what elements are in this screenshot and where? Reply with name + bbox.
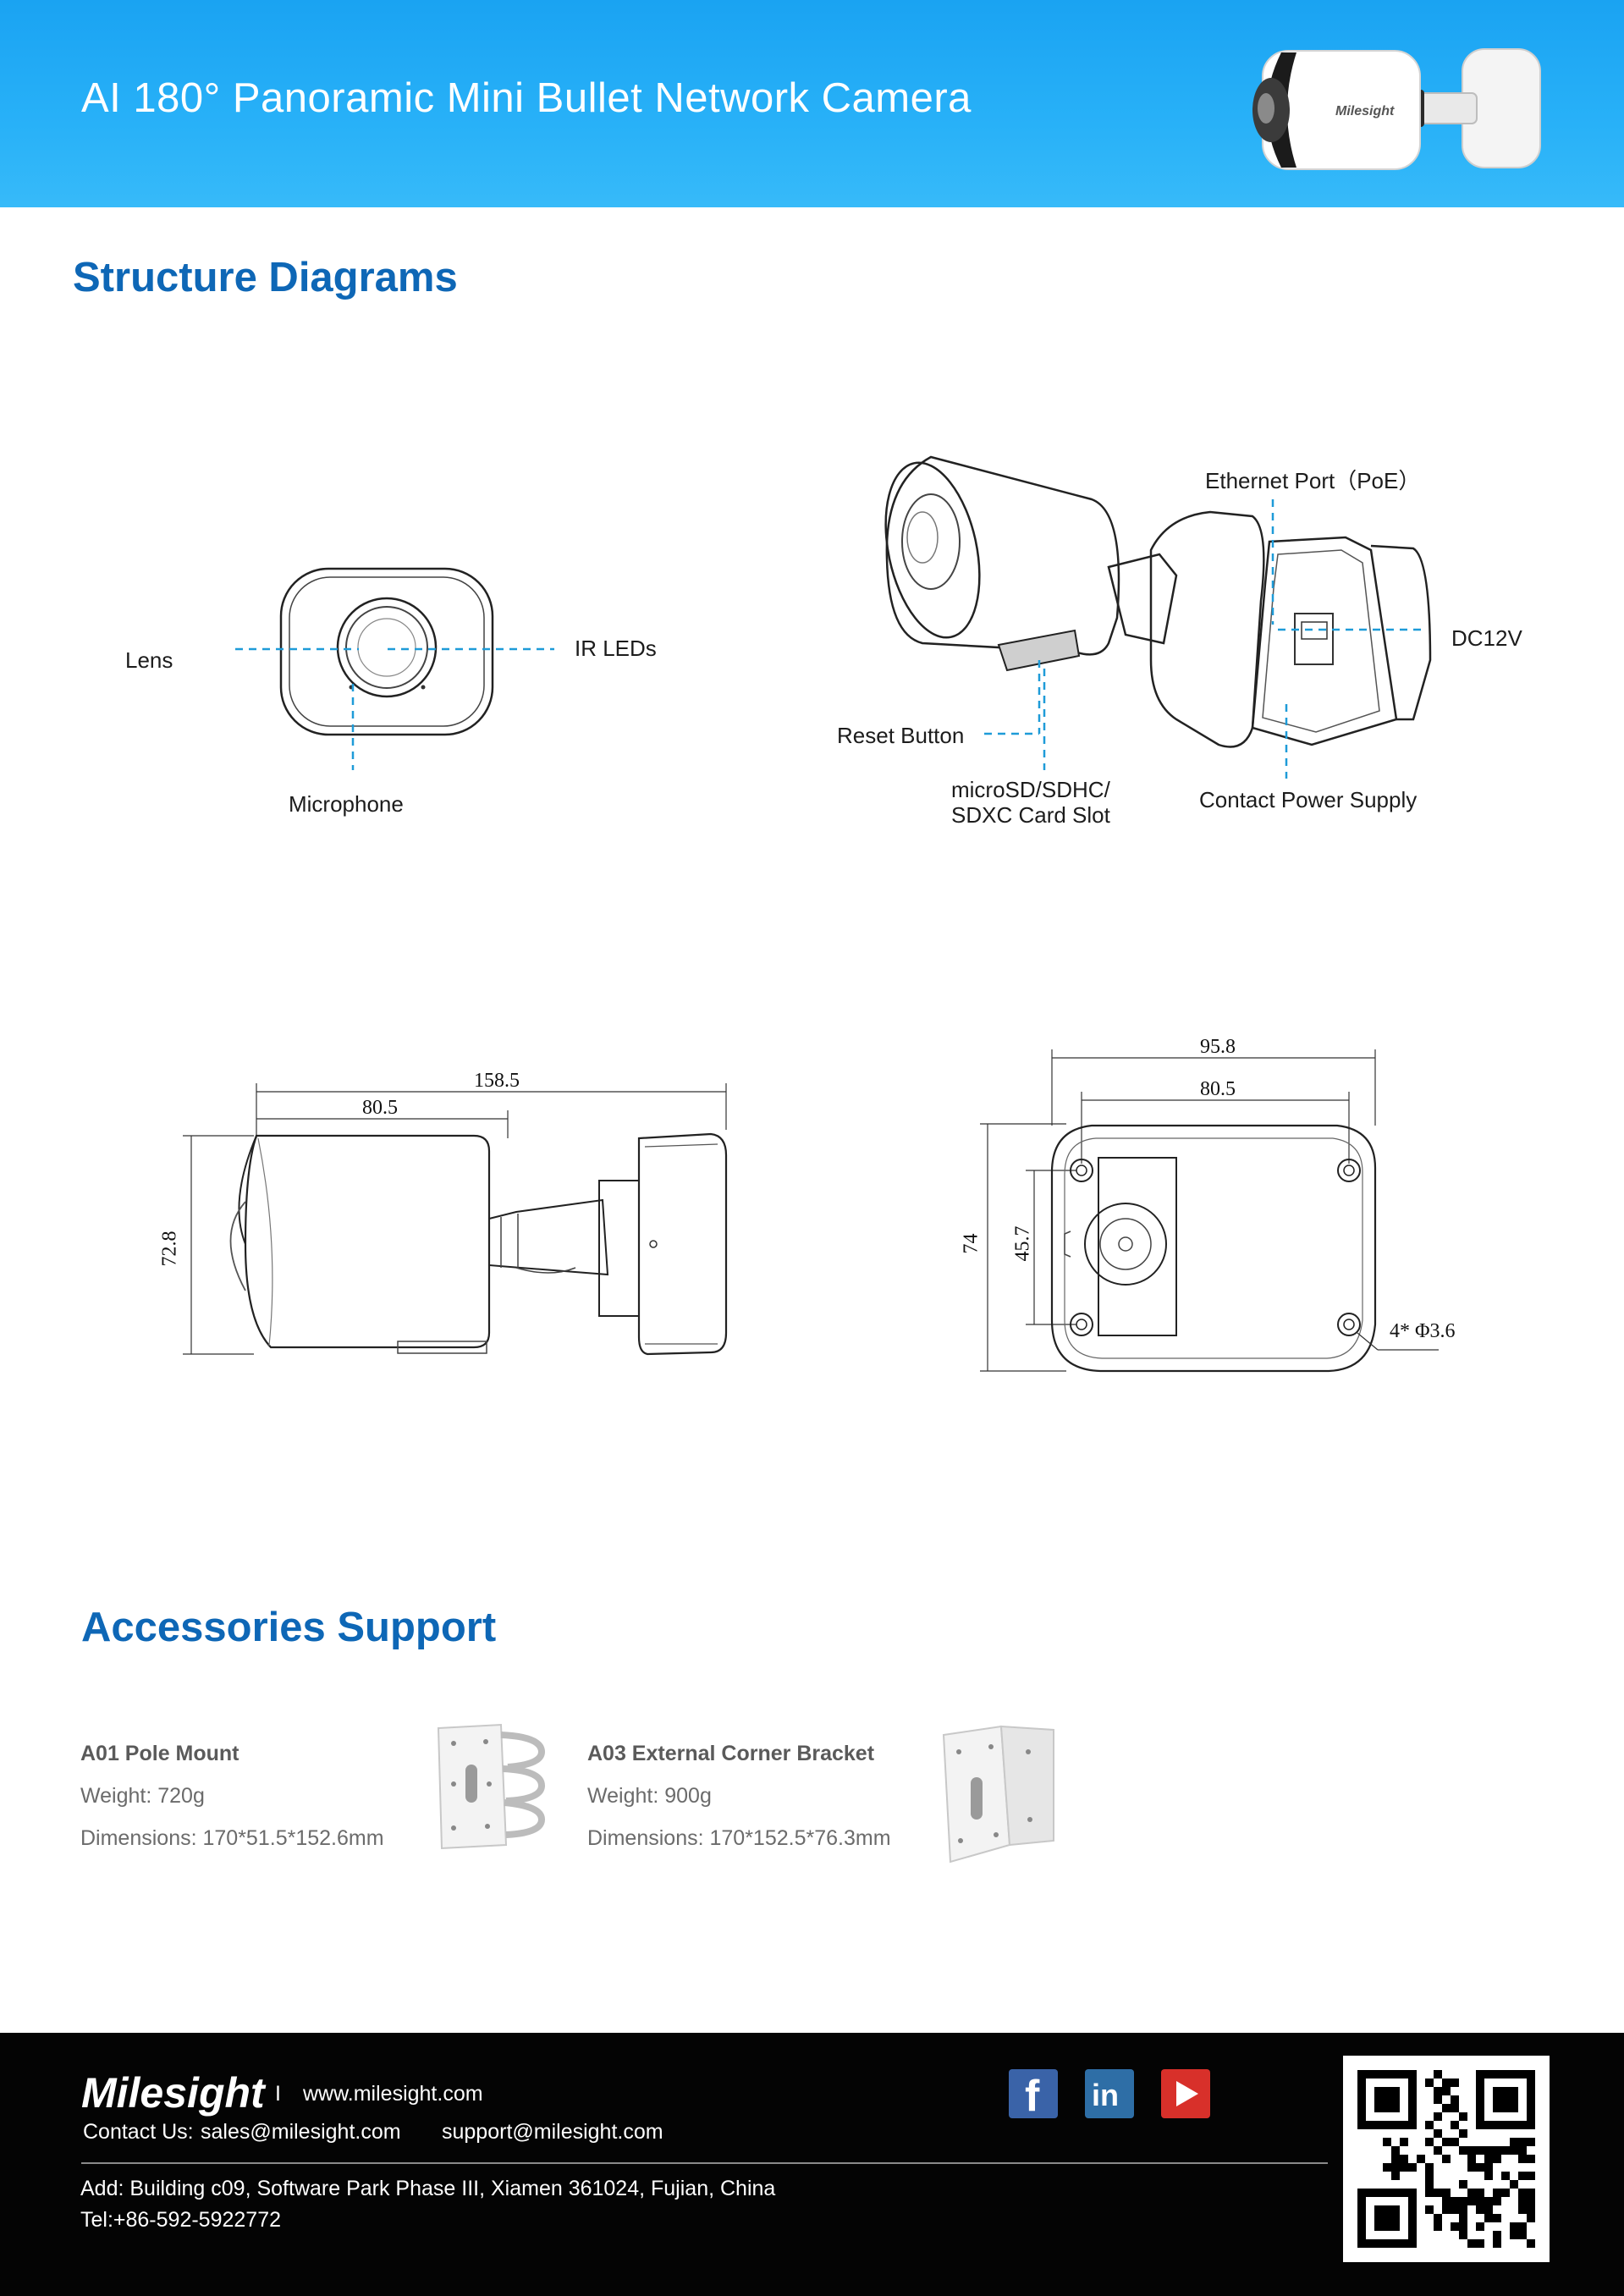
label-microphone: Microphone [289,791,404,817]
header-banner: AI 180° Panoramic Mini Bullet Network Ca… [0,0,1624,207]
youtube-play-glyph [1176,2081,1198,2106]
accessory-dimensions: Dimensions: 170*51.5*152.6mm [80,1826,384,1850]
facebook-icon[interactable]: f [1009,2069,1058,2121]
dim-base-height: 74 [960,1233,983,1254]
footer-brand-logo: Milesight [81,2069,265,2117]
camera-product-image: Milesight [1252,48,1541,170]
corner-bracket-image [942,1725,1054,1864]
page-title: AI 180° Panoramic Mini Bullet Network Ca… [81,75,972,121]
qr-code[interactable] [1343,2056,1550,2262]
footer-contact-label: Contact Us: [83,2120,194,2144]
footer-divider [81,2162,1328,2164]
accessory-dimensions: Dimensions: 170*152.5*76.3mm [587,1826,891,1850]
dim-body-length: 80.5 [362,1097,398,1119]
facebook-glyph: f [1025,2072,1040,2121]
dim-hole-width: 80.5 [1200,1078,1236,1100]
dim-total-length: 158.5 [474,1070,520,1092]
footer-website-link[interactable]: www.milesight.com [303,2082,483,2106]
youtube-icon[interactable] [1161,2069,1210,2118]
label-ir-leds: IR LEDs [575,636,657,661]
dim-hole-height: 45.7 [1011,1225,1034,1262]
camera-back-open-view-drawing [884,455,1432,748]
qr-code-pattern [1357,2070,1535,2248]
label-card-slot-line2: SDXC Card Slot [951,802,1110,828]
linkedin-glyph: in [1092,2078,1119,2112]
dim-mount-holes: 4* Φ3.6 [1390,1320,1456,1342]
dim-base-width: 95.8 [1200,1036,1236,1058]
label-contact-power-supply: Contact Power Supply [1199,787,1418,812]
structure-diagrams-title: Structure Diagrams [73,255,458,300]
label-reset-button: Reset Button [837,723,965,748]
footer-separator: I [275,2082,281,2106]
label-lens: Lens [125,647,173,673]
accessory-weight: Weight: 720g [80,1784,205,1808]
footer-sales-email[interactable]: sales@milesight.com [201,2120,401,2144]
linkedin-icon[interactable]: in [1085,2069,1134,2118]
pole-mount-image [437,1723,546,1850]
accessories-support-title: Accessories Support [81,1605,497,1650]
footer-address: Add: Building c09, Software Park Phase I… [80,2177,776,2200]
footer-support-email[interactable]: support@milesight.com [442,2120,663,2144]
accessory-name: A01 Pole Mount [80,1742,239,1765]
footer: Milesight I www.milesight.com Contact Us… [0,2033,1624,2296]
footer-telephone: Tel:+86-592-5922772 [80,2208,281,2232]
label-dc12v: DC12V [1451,625,1522,651]
accessory-weight: Weight: 900g [587,1784,712,1808]
label-card-slot-line1: microSD/SDHC/ [951,777,1110,802]
camera-logo-text: Milesight [1335,104,1395,118]
camera-front-view-drawing [279,567,494,736]
accessory-name: A03 External Corner Bracket [587,1742,875,1765]
label-ethernet-port: Ethernet Port（PoE） [1205,468,1421,493]
